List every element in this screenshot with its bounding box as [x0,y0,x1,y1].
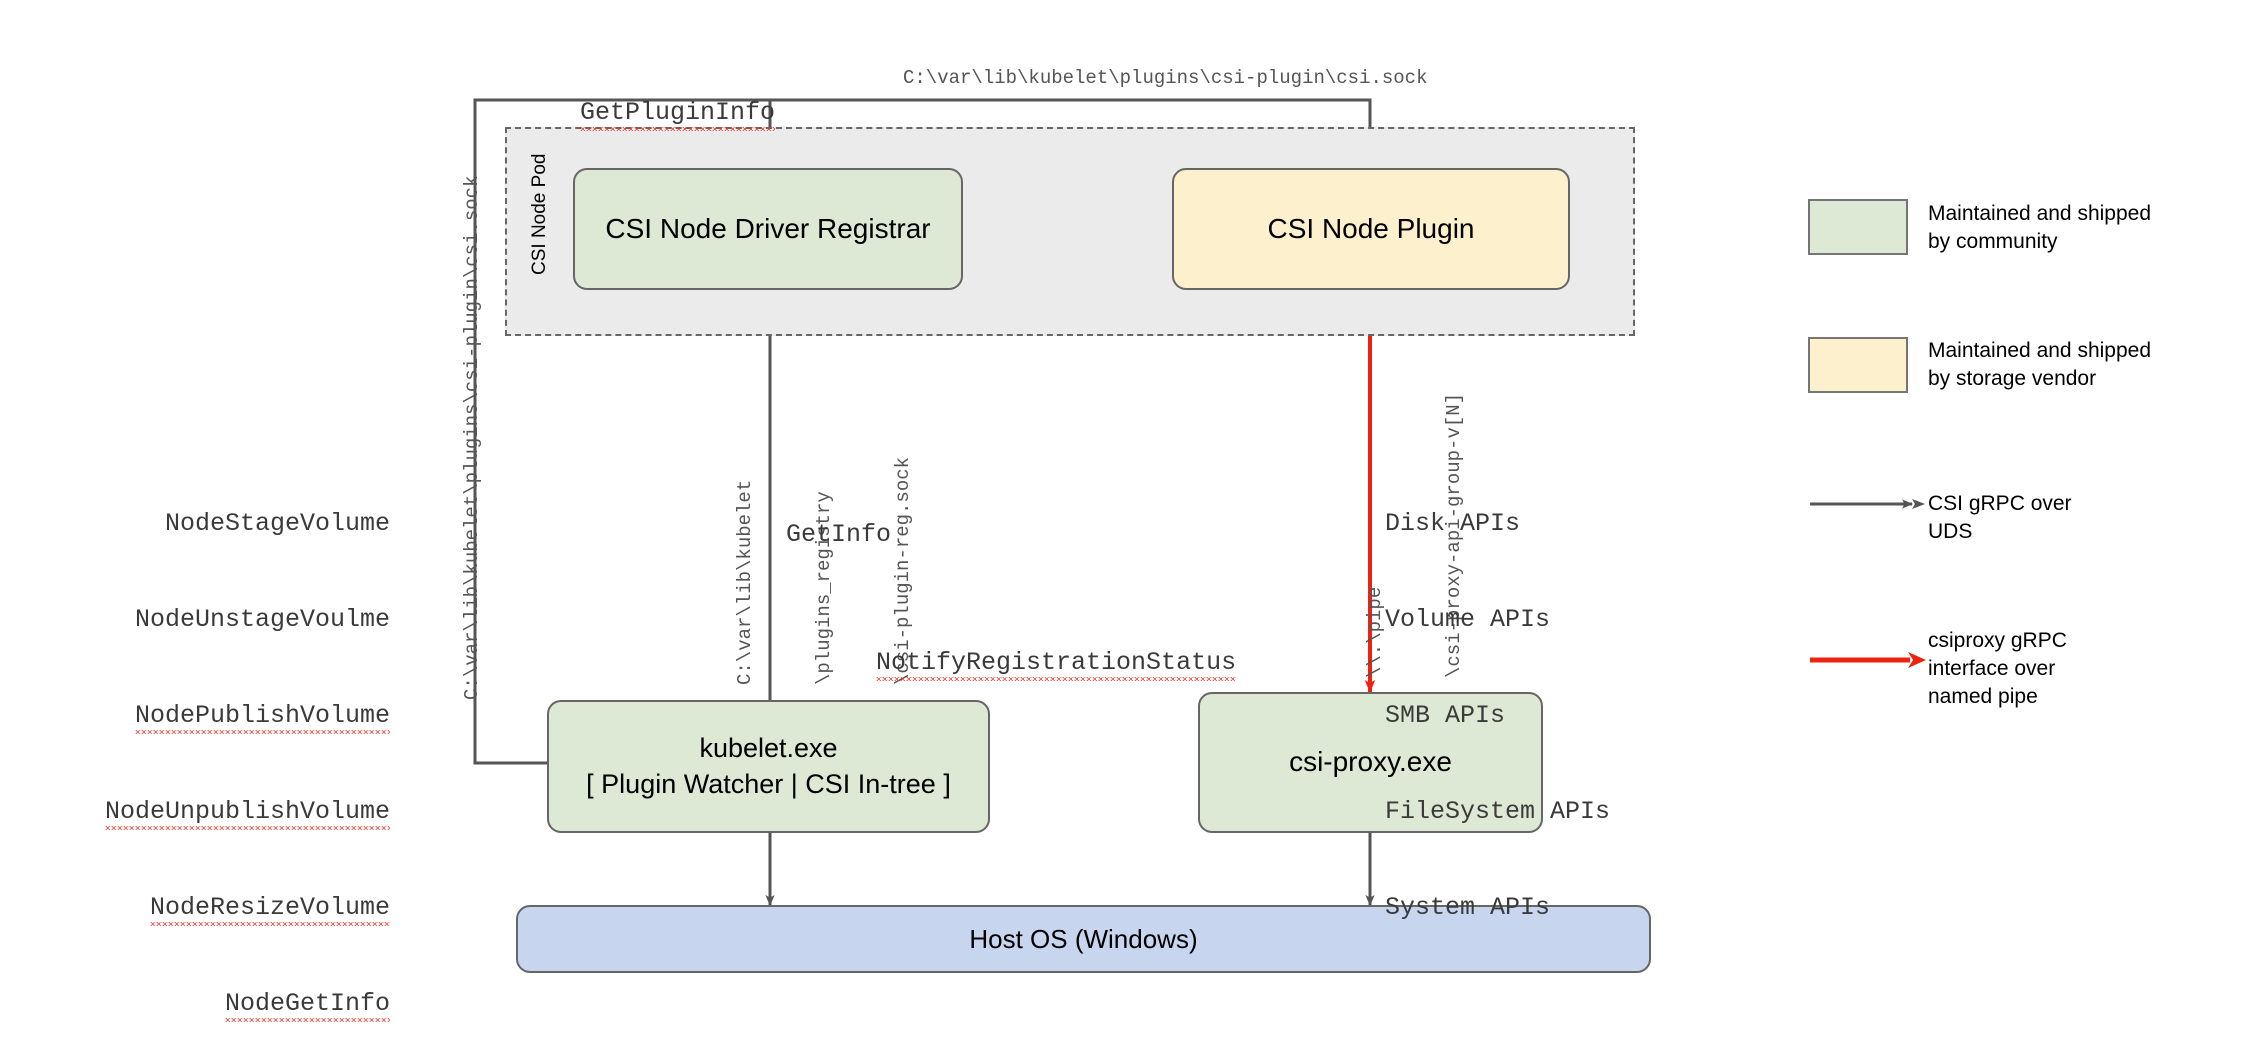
legend-label-community: Maintained and shipped by community [1928,202,2152,253]
legend-label-named-pipe: csiproxy gRPC interface over named pipe [1928,629,2067,708]
node-rpc-item-text: NodePublishVolume [134,701,390,734]
label-csi-sock-top: C:\var\lib\kubelet\plugins\csi-plugin\cs… [903,67,1428,89]
node-csi-node-driver-registrar[interactable]: CSI Node Driver Registrar [573,168,963,290]
node-rpc-item-text: NodeGetInfo [224,989,390,1022]
label-registration-call-getinfo: GetInfo [786,520,892,549]
node-rpc-item-text: NodeResizeVolume [149,893,390,926]
node-host-os-label: Host OS (Windows) [969,923,1198,954]
csi-proxy-api-item: System APIs [1385,893,1551,922]
node-rpc-item: NodePublishVolume [100,700,390,732]
node-csi-node-plugin-label: CSI Node Plugin [1267,212,1475,244]
node-rpc-item: NodeStageVolume [164,509,390,538]
node-rpc-item: NodeUnpublishVolume [100,796,390,828]
legend-label-uds: CSI gRPC over UDS [1928,492,2072,543]
label-get-plugin-info-text: GetPluginInfo [580,98,776,131]
label-registry-sock-line-1: C:\var\lib\kubelet [734,479,757,685]
node-rpc-item: NodeGetInfo [100,988,390,1020]
node-csi-node-plugin[interactable]: CSI Node Plugin [1172,168,1570,290]
legend-swatch-community [1808,199,1908,255]
node-csi-proxy-exe-label: csi-proxy.exe [1289,746,1452,778]
legend-arrow-uds-icon [1810,499,1925,509]
node-csi-node-driver-registrar-label: CSI Node Driver Registrar [605,212,931,244]
csi-proxy-api-item: FileSystem APIs [1385,797,1611,826]
csi-node-pod-label: CSI Node Pod [529,153,550,275]
label-csi-sock-left: C:\var\lib\kubelet\plugins\csi-plugin\cs… [461,175,483,701]
node-host-os[interactable]: Host OS (Windows) [516,905,1651,973]
legend-label-storage-vendor: Maintained and shipped by storage vendor [1928,339,2152,390]
csi-proxy-api-list: Disk APIs Volume APIs SMB APIs FileSyste… [1385,444,1610,988]
csi-proxy-api-item: Volume APIs [1385,605,1551,634]
node-kubelet-exe-sublabel: [ Plugin Watcher | CSI In-tree ] [586,768,951,799]
label-registration-call-notify: NotifyRegistrationStatus [786,615,1237,711]
label-registration-calls: GetInfo NotifyRegistrationStatus [786,455,1237,775]
csi-proxy-api-item: Disk APIs [1385,509,1521,538]
label-registration-call-notify-text: NotifyRegistrationStatus [876,648,1237,681]
label-get-plugin-info: GetPluginInfo [520,65,776,161]
node-rpc-item: NodeResizeVolume [100,892,390,924]
csi-proxy-api-item: SMB APIs [1385,701,1506,730]
legend-arrow-named-pipe-icon [1810,652,1926,668]
node-rpc-item: NodeUnstageVoulme [134,605,390,634]
legend-swatch-storage-vendor [1808,337,1908,393]
node-rpc-item-text: NodeUnpublishVolume [104,797,390,830]
node-rpc-list: NodeStageVolume NodeUnstageVoulme NodePu… [100,444,390,1044]
